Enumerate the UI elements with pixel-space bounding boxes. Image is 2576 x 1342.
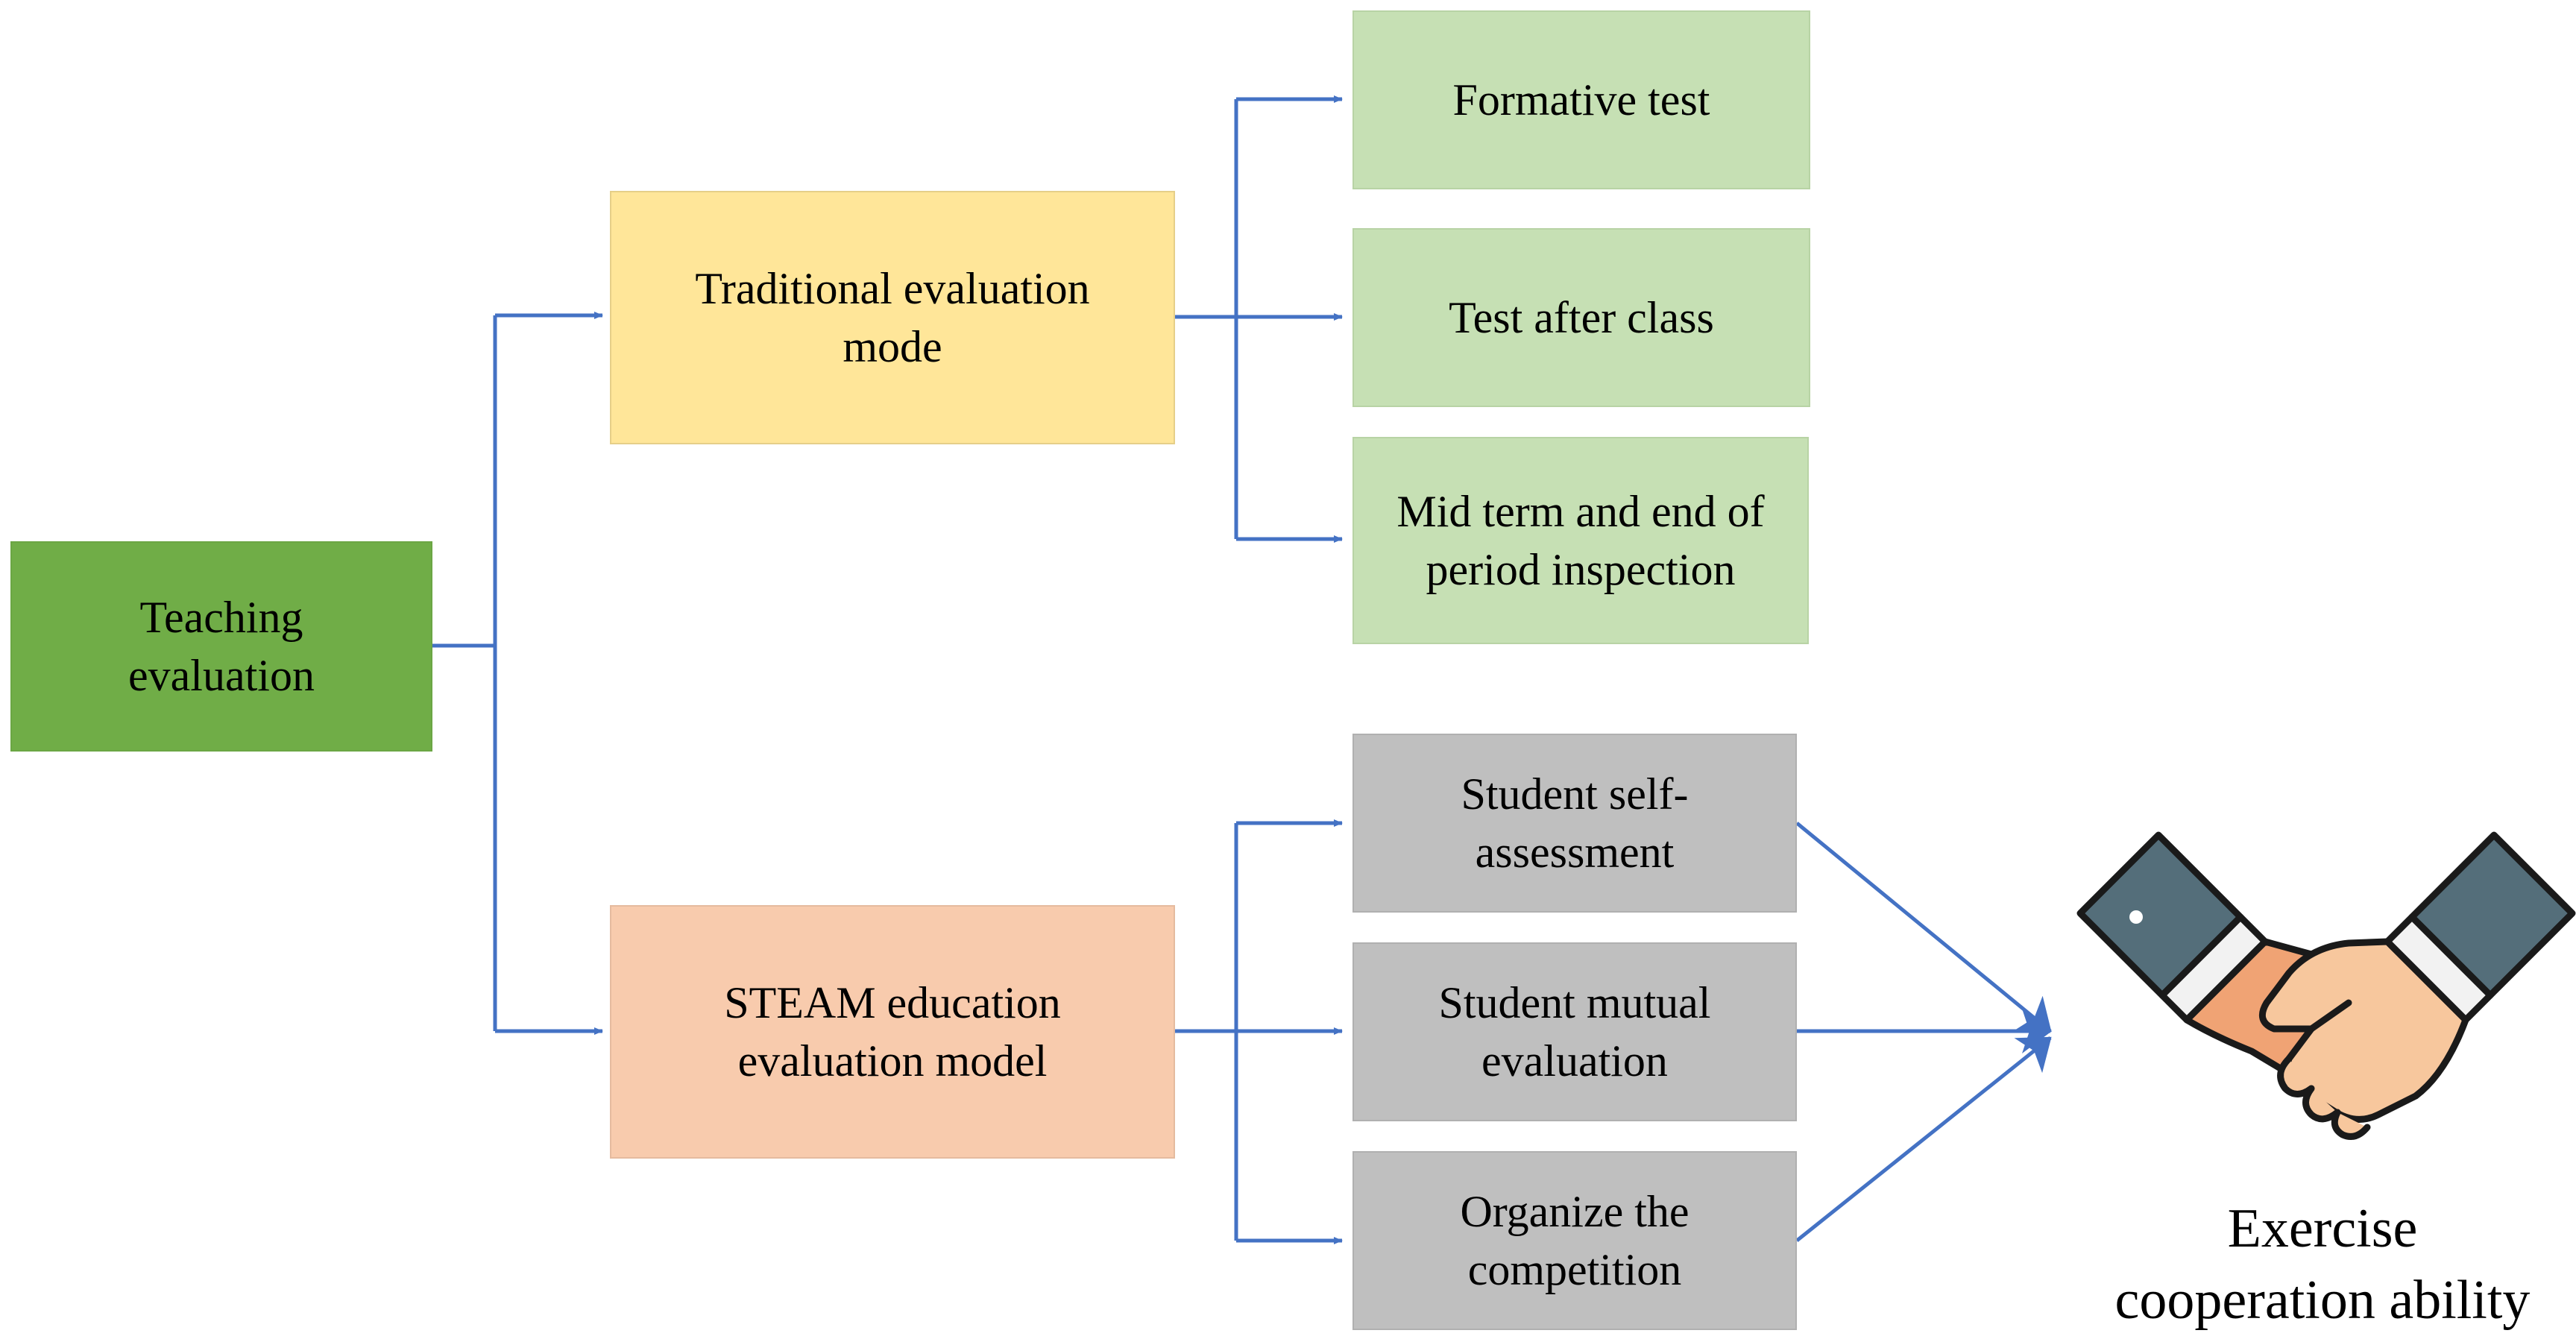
branch-node-steam: STEAM education evaluation model — [610, 905, 1175, 1159]
leaf-label: Mid term and end of period inspection — [1396, 487, 1765, 594]
root-node-teaching-evaluation: Teaching evaluation — [10, 541, 432, 752]
leaf-node-test-after-class: Test after class — [1352, 228, 1810, 407]
branch-label: STEAM education evaluation model — [724, 978, 1061, 1086]
leaf-node-self-assessment: Student self- assessment — [1352, 734, 1797, 913]
leaf-label: Formative test — [1452, 75, 1710, 125]
leaf-label: Organize the competition — [1460, 1187, 1689, 1294]
arrow-competition-to-outcome — [1795, 1036, 2052, 1242]
leaf-node-formative-test: Formative test — [1352, 10, 1810, 189]
leaf-node-midterm-inspection: Mid term and end of period inspection — [1352, 437, 1809, 644]
arrow-self-to-outcome — [1795, 822, 2052, 1033]
branch-node-traditional: Traditional evaluation mode — [610, 191, 1175, 444]
leaf-label: Student self- assessment — [1461, 769, 1689, 877]
root-label: Teaching evaluation — [128, 593, 315, 700]
leaf-node-mutual-evaluation: Student mutual evaluation — [1352, 942, 1797, 1121]
leaf-label: Test after class — [1449, 293, 1714, 342]
outcome-caption: Exercise cooperation ability — [2114, 1198, 2531, 1332]
handshake-icon — [2065, 805, 2576, 1178]
branch-label: Traditional evaluation mode — [695, 264, 1090, 371]
leaf-node-organize-competition: Organize the competition — [1352, 1151, 1797, 1330]
leaf-label: Student mutual evaluation — [1438, 978, 1711, 1086]
